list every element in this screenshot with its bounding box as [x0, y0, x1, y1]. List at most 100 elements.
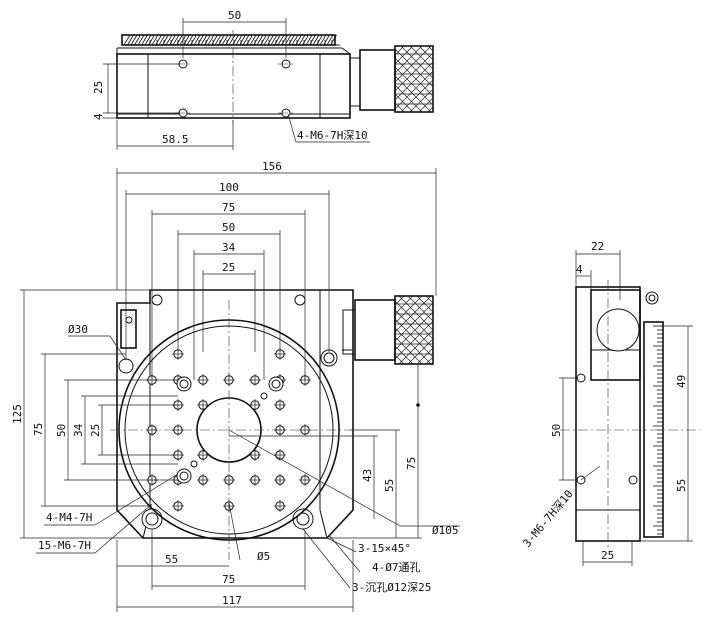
front-dim-bottom-75: 75 [222, 573, 235, 586]
scale-tick [316, 34, 323, 46]
scale-tick [155, 34, 162, 46]
side-hole [576, 373, 586, 383]
knurl-line [394, 66, 434, 106]
scale-tick [274, 34, 281, 46]
front-small-hole [260, 392, 268, 400]
front-corner-screw [294, 294, 306, 306]
knurl-line [394, 302, 434, 342]
side-bore [596, 308, 640, 352]
front-m4-hole-inner [179, 379, 189, 389]
front-note-phi5: Ø5 [257, 550, 270, 563]
scale-tick [267, 34, 274, 46]
knurl-line [427, 106, 434, 113]
front-m4-hole-inner [271, 379, 281, 389]
scale-tick [302, 34, 309, 46]
top-view-knob-collar [349, 57, 361, 107]
scale-tick [127, 34, 134, 46]
knurl-line [394, 300, 434, 340]
top-view-scale-hatching [123, 34, 337, 46]
side-dim-49: 49 [675, 375, 688, 388]
knurl-line [394, 48, 434, 88]
front-note-table: Ø105 [432, 524, 459, 537]
front-note-bore: Ø30 [68, 323, 88, 336]
top-note-m6: 4-M6-7H深10 [297, 129, 368, 142]
scale-tick [214, 34, 222, 46]
knurl-line [394, 52, 434, 92]
side-hole [628, 475, 638, 485]
scale-tick [270, 34, 278, 46]
scale-tick [319, 34, 327, 46]
front-dim-left-34: 34 [72, 423, 85, 437]
knurl-line [394, 309, 434, 349]
front-dim-156: 156 [262, 160, 282, 173]
scale-tick [130, 34, 138, 46]
knurl-line [394, 84, 423, 113]
scale-tick [232, 34, 239, 46]
top-view-body [116, 53, 351, 119]
front-dim-left-25: 25 [89, 424, 102, 437]
side-dim-22: 22 [591, 240, 604, 253]
front-dim-75: 75 [222, 201, 235, 214]
side-view: 22 4 49 55 50 25 3-M6-7H深10 [520, 240, 700, 566]
front-view: 156 100 75 50 34 25 125 75 50 [11, 160, 460, 612]
scale-tick [228, 34, 236, 46]
scale-tick [151, 34, 159, 46]
front-dim-55: 55 [383, 479, 396, 492]
scale-tick [291, 34, 299, 46]
knurl-line [425, 356, 434, 365]
scale-tick [207, 34, 215, 46]
scale-tick [186, 34, 194, 46]
scale-tick [169, 34, 176, 46]
knurl-line [398, 329, 434, 365]
scale-tick [326, 34, 334, 46]
front-note-through: 4-Ø7通孔 [372, 561, 421, 574]
front-knurl [394, 295, 434, 365]
front-clamp-screw [125, 316, 133, 324]
scale-tick [134, 34, 141, 46]
knurl-line [394, 70, 434, 110]
front-dim-25: 25 [222, 261, 235, 274]
scale-tick [260, 34, 267, 46]
scale-tick [137, 34, 145, 46]
front-dim-43: 43 [361, 469, 374, 482]
knurl-line [418, 45, 434, 61]
knurl-line [398, 295, 434, 331]
scale-tick [309, 34, 316, 46]
side-dim-55: 55 [675, 479, 688, 492]
front-dim-34: 34 [222, 241, 236, 254]
scale-tick [218, 34, 225, 46]
front-dim-left-50: 50 [55, 424, 68, 437]
scale-tick [242, 34, 250, 46]
scale-tick [288, 34, 295, 46]
front-knob-sleeve [354, 299, 396, 361]
front-dim-100: 100 [219, 181, 239, 194]
top-dim-25: 25 [92, 81, 105, 94]
front-note-m4: 4-M4-7H [46, 511, 92, 524]
scale-tick [246, 34, 253, 46]
scale-tick [197, 34, 204, 46]
knurl-line [394, 295, 423, 324]
knurl-line [394, 318, 434, 358]
scale-tick [330, 34, 337, 46]
knurl-line [418, 97, 434, 113]
scale-tick [162, 34, 169, 46]
front-dim-125: 125 [11, 404, 24, 424]
knurl-line [425, 295, 434, 304]
scale-tick [211, 34, 218, 46]
scale-tick [193, 34, 201, 46]
knurl-line [400, 45, 434, 79]
scale-tick [204, 34, 211, 46]
side-clamp-screw-inner [648, 294, 656, 302]
top-dim-50: 50 [228, 9, 241, 22]
side-note-m6: 3-M6-7H深10 [520, 487, 575, 549]
knurl-line [394, 45, 423, 74]
side-dim-25: 25 [601, 549, 614, 562]
scale-tick [141, 34, 148, 46]
scale-tick [277, 34, 285, 46]
front-small-hole [190, 460, 198, 468]
front-clamp-lever [120, 309, 137, 349]
scale-tick [295, 34, 302, 46]
knurl-line [394, 320, 434, 360]
knurl-line [400, 79, 434, 113]
